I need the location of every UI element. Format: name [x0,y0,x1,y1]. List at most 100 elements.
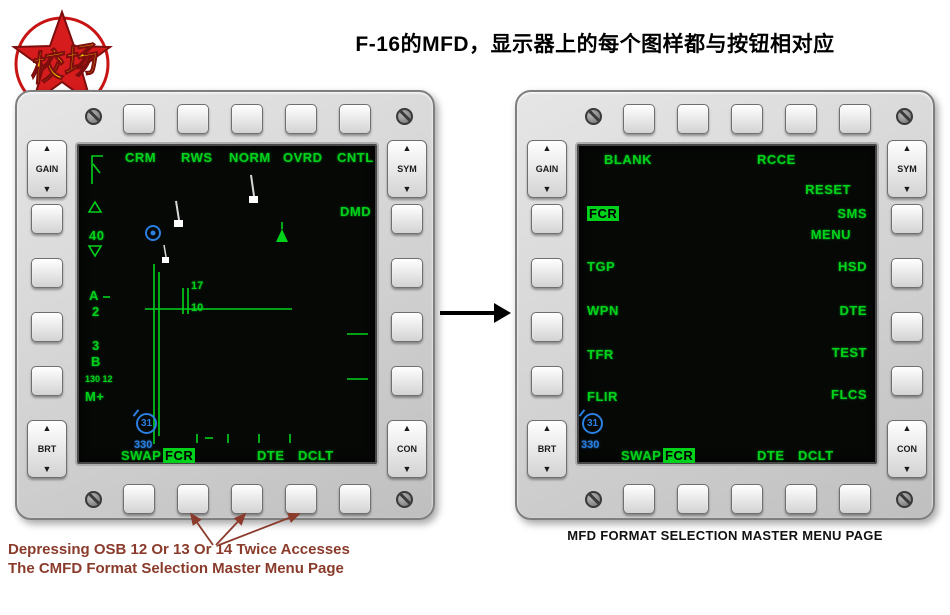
menu-item-flcs: FLCS [831,387,867,402]
osb-button-left-2[interactable] [531,258,563,288]
menu-item-tgp: TGP [587,259,616,274]
osb-button-top-2[interactable] [677,104,709,134]
osb-button-left-4[interactable] [31,366,63,396]
screw-icon [896,491,913,508]
gain-rocker[interactable]: ▲ GAIN ▼ [527,140,567,198]
con-label: CON [397,444,417,454]
osb-button-right-4[interactable] [391,366,423,396]
brt-label: BRT [537,444,557,454]
osb-button-14[interactable] [177,484,209,514]
screw-icon [585,491,602,508]
down-arrow-icon: ▼ [402,464,412,474]
osb-button-top-5[interactable] [839,104,871,134]
con-label: CON [897,444,917,454]
osb-button-top-2[interactable] [177,104,209,134]
gain-rocker[interactable]: ▲ GAIN ▼ [27,140,67,198]
osb-button-left-3[interactable] [531,312,563,342]
up-arrow-icon: ▲ [542,143,552,153]
osb-button-top-5[interactable] [339,104,371,134]
menu-item-hsd: HSD [838,259,867,274]
azimuth-label: A [89,288,99,303]
osb-button-11[interactable] [839,484,871,514]
osb-button-top-3[interactable] [731,104,763,134]
reset-label: RESET [805,182,851,197]
master-menu-caption: MFD FORMAT SELECTION MASTER MENU PAGE [567,528,883,543]
screw-icon [85,491,102,508]
menu-item-test: TEST [831,345,867,360]
down-arrow-icon: ▼ [542,184,552,194]
menu-item-tfr: TFR [587,347,614,362]
up-arrow-icon: ▲ [542,423,552,433]
down-arrow-icon: ▼ [902,464,912,474]
sym-rocker[interactable]: ▲ SYM ▼ [387,140,427,198]
kaochang-logo: 校场 [10,6,114,118]
up-arrow-icon: ▲ [902,143,912,153]
osb-label-rws: RWS [181,150,213,165]
arrow-right-icon [440,303,511,323]
menu-item-wpn: WPN [587,303,619,318]
radar-graphics [87,155,368,444]
screw-icon [396,108,413,125]
screw-icon [896,108,913,125]
mode-label: M+ [85,389,105,404]
osb-button-13[interactable] [231,484,263,514]
menu-item-dte: DTE [839,303,867,318]
osb-button-left-1[interactable] [531,204,563,234]
osb-button-right-1[interactable] [391,204,423,234]
menu-item-fcr-selected: FCR [587,206,620,221]
osb-label-dmd: DMD [340,204,372,219]
mfd-right: ▲ GAIN ▼ ▲ SYM ▼ ▲ BRT ▼ ▲ CON ▼ BLANK R… [515,90,935,520]
osb-label-dclt: DCLT [798,448,834,463]
chaff-count: 31 [586,418,599,429]
osb-label-rcce: RCCE [757,152,796,167]
osb-button-top-3[interactable] [231,104,263,134]
readout-label: 130 12 [85,374,113,384]
con-rocker[interactable]: ▲ CON ▼ [887,420,927,478]
annotation-line-2: The CMFD Format Selection Master Menu Pa… [8,560,344,577]
osb-button-15[interactable] [123,484,155,514]
brt-rocker[interactable]: ▲ BRT ▼ [527,420,567,478]
osb-button-top-4[interactable] [785,104,817,134]
fcr-screen: CRM RWS NORM OVRD CNTL DMD 40 A 2 3 B 13… [77,144,377,464]
down-arrow-icon: ▼ [902,184,912,194]
sym-rocker[interactable]: ▲ SYM ▼ [887,140,927,198]
osb-button-right-3[interactable] [391,312,423,342]
mfd-left: ▲ GAIN ▼ ▲ SYM ▼ ▲ BRT ▼ ▲ CON ▼ [15,90,435,520]
osb-button-right-1[interactable] [891,204,923,234]
menu-item-flir: FLIR [587,389,618,404]
osb-button-left-4[interactable] [531,366,563,396]
osb-button-left-2[interactable] [31,258,63,288]
osb-button-top-1[interactable] [123,104,155,134]
osb-button-right-2[interactable] [891,258,923,288]
osb-button-13[interactable] [731,484,763,514]
osb-button-11[interactable] [339,484,371,514]
up-arrow-icon: ▲ [42,423,52,433]
osb-label-dte: DTE [757,448,785,463]
osb-button-right-4[interactable] [891,366,923,396]
menu-label: MENU [810,227,851,242]
master-menu-screen: BLANK RCCE RESET MENU FCR TGP WPN TFR FL… [577,144,877,464]
osb-button-left-1[interactable] [31,204,63,234]
osb-annotation: Depressing OSB 12 Or 13 Or 14 Twice Acce… [8,540,350,578]
osb-button-12[interactable] [285,484,317,514]
page-title: F-16的MFD，显示器上的每个图样都与按钮相对应 [355,33,835,56]
osb-label-blank: BLANK [604,152,652,167]
osb-label-norm: NORM [229,150,271,165]
osb-button-right-3[interactable] [891,312,923,342]
con-rocker[interactable]: ▲ CON ▼ [387,420,427,478]
bars-label: 2 [92,304,100,319]
osb-label-dclt: DCLT [298,448,334,463]
osb-button-right-2[interactable] [391,258,423,288]
osb-button-14[interactable] [677,484,709,514]
heading-readout: 330 [581,439,600,451]
osb-button-left-3[interactable] [31,312,63,342]
osb-button-15[interactable] [623,484,655,514]
up-arrow-icon: ▲ [402,423,412,433]
screw-icon [85,108,102,125]
brt-rocker[interactable]: ▲ BRT ▼ [27,420,67,478]
osb-button-top-1[interactable] [623,104,655,134]
osb-button-top-4[interactable] [285,104,317,134]
brt-label: BRT [37,444,57,454]
bullseye-icon: 31 [136,413,157,434]
osb-button-12[interactable] [785,484,817,514]
